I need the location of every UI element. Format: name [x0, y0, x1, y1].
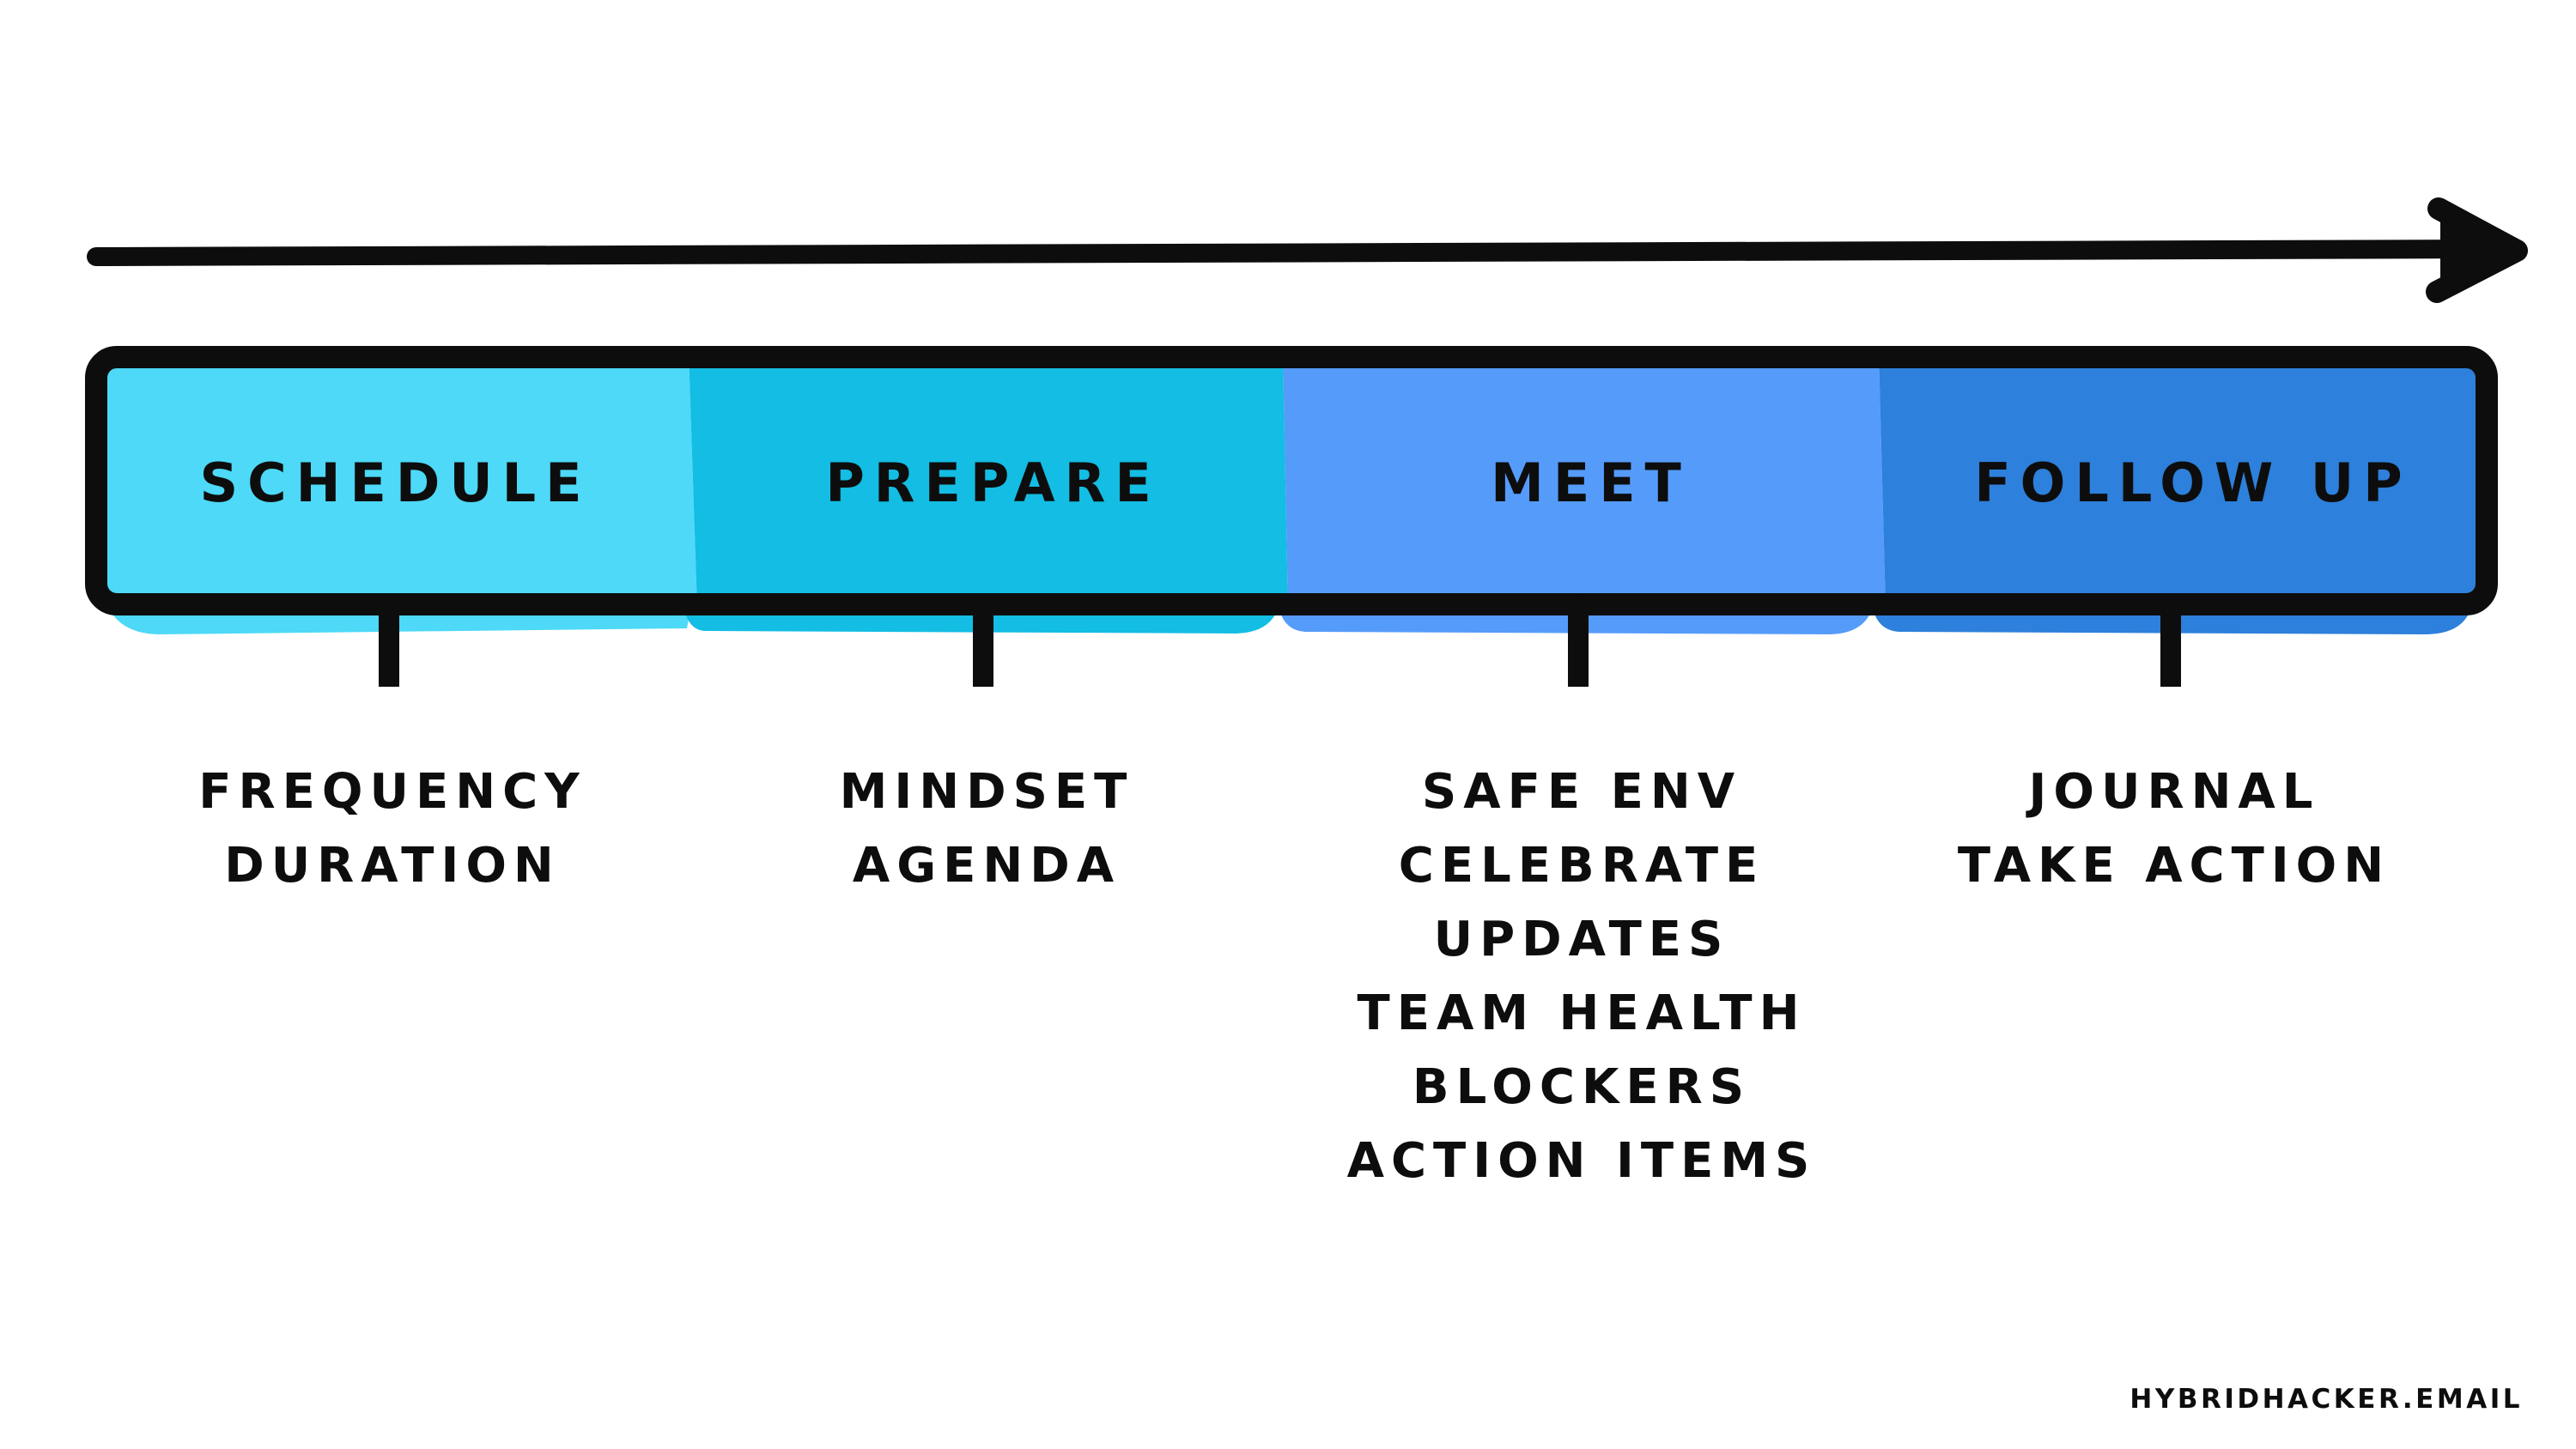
detail-item: BLOCKERS	[1412, 1059, 1752, 1115]
detail-item: ACTION ITEMS	[1346, 1133, 1817, 1189]
bar-segments	[96, 357, 2487, 604]
segment-fill-meet	[1283, 357, 1886, 604]
detail-item: MINDSET	[839, 764, 1134, 820]
details-prepare: MINDSET AGENDA	[833, 755, 1134, 903]
detail-item: TEAM HEALTH	[1357, 985, 1807, 1041]
detail-label-groups: FREQUENCY DURATION MINDSET AGENDA SAFE E…	[0, 755, 2576, 1236]
details-meet: SAFE ENV CELEBRATE UPDATES TEAM HEALTH B…	[1340, 755, 1817, 1198]
detail-item: SAFE ENV	[1421, 764, 1742, 820]
segment-fill-schedule	[96, 357, 697, 604]
details-schedule: FREQUENCY DURATION	[191, 755, 586, 903]
details-follow-up: JOURNAL TAKE ACTION	[1951, 755, 2391, 903]
detail-item: JOURNAL	[2028, 764, 2320, 820]
direction-arrow-icon	[87, 197, 2528, 303]
timeline-bar-svg	[85, 346, 2498, 747]
detail-item: FREQUENCY	[198, 764, 586, 820]
bar-outline	[85, 346, 2498, 615]
segment-fill-prepare	[689, 357, 1288, 604]
detail-item: CELEBRATE	[1398, 838, 1765, 894]
timeline-bar	[0, 292, 2576, 747]
watermark-credit: HYBRIDHACKER.EMAIL	[2129, 1384, 2523, 1415]
arrow-layer	[0, 0, 2576, 361]
detail-item: UPDATES	[1433, 912, 1730, 967]
segment-fill-follow-up	[1879, 357, 2487, 604]
detail-item: DURATION	[224, 838, 561, 894]
detail-item: AGENDA	[852, 838, 1121, 894]
detail-item: TAKE ACTION	[1957, 838, 2391, 894]
